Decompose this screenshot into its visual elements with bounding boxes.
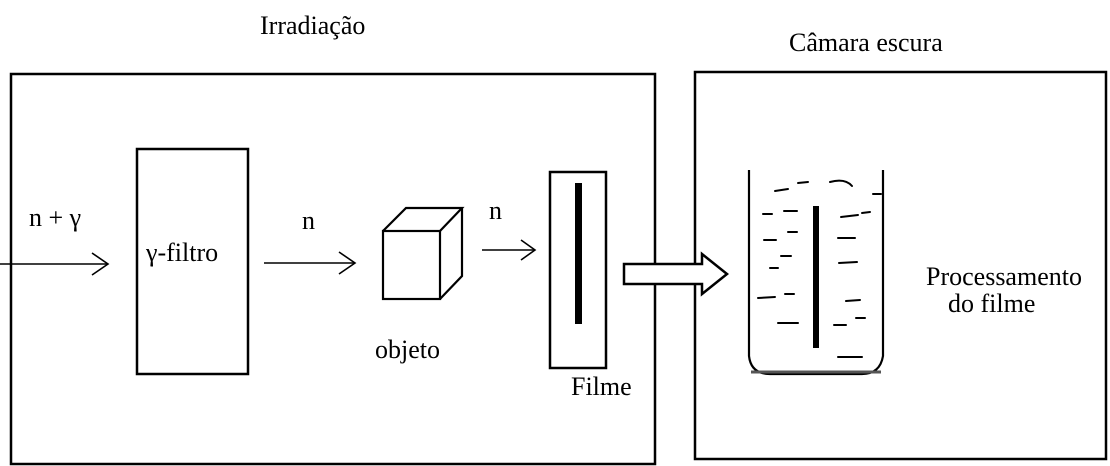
processing-label-line2: do filme — [948, 289, 1036, 318]
film-label: Filme — [571, 372, 632, 401]
irradiation-title: Irradiação — [260, 11, 366, 40]
irradiation-panel — [9, 72, 657, 466]
film-strip — [575, 183, 582, 324]
darkroom-title: Câmara escura — [789, 28, 943, 57]
input-beam-label: n + γ — [29, 203, 82, 232]
filtered-beam-arrow — [264, 251, 357, 275]
filtered-beam-label: n — [302, 206, 315, 235]
processing-label-line1: Processamento — [926, 262, 1082, 291]
tank-film-strip — [813, 206, 819, 348]
transfer-arrow — [622, 251, 730, 297]
film-holder — [548, 170, 608, 370]
transmitted-beam-arrow — [482, 239, 537, 261]
liquid-surface-marks — [757, 179, 882, 358]
input-beam-arrow — [0, 252, 110, 276]
object-cube — [381, 206, 465, 301]
transmitted-beam-label: n — [489, 196, 502, 225]
object-label: objeto — [375, 335, 440, 364]
developing-tank — [747, 170, 885, 376]
gamma-filter-box — [135, 147, 250, 376]
gamma-filter-label: γ-filtro — [146, 238, 219, 267]
